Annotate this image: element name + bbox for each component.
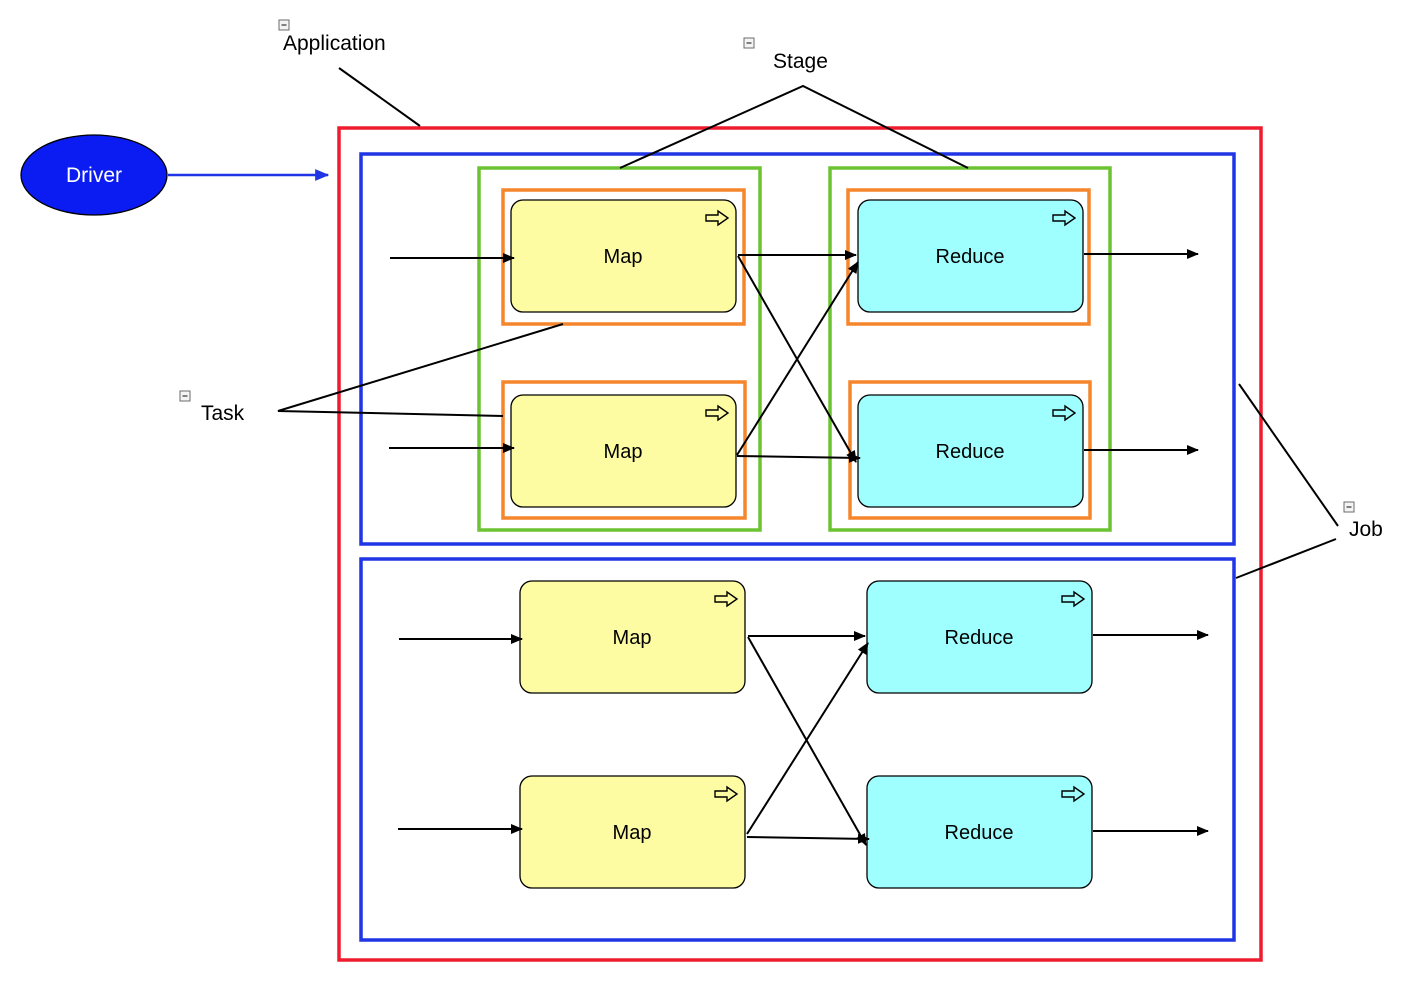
- node-label: Reduce: [936, 246, 1005, 268]
- edge-map-bottom-reduce-top: [746, 642, 869, 835]
- node-label: Reduce: [945, 822, 1014, 844]
- edge-map-bottom-reduce-bottom: [746, 833, 870, 844]
- job-container-2: [359, 557, 1236, 942]
- expand-arrow-icon[interactable]: [705, 209, 730, 227]
- application-label-group: Application: [278, 19, 386, 55]
- job2-map-top-node[interactable]: Map: [519, 580, 746, 694]
- expand-arrow-icon[interactable]: [1052, 404, 1077, 422]
- collapse-icon[interactable]: [179, 390, 191, 402]
- node-label: Map: [613, 822, 652, 844]
- job1-map-bottom-node[interactable]: Map: [510, 394, 737, 508]
- stage-label-group: Stage: [743, 37, 828, 73]
- job-callout-line-lower: [1235, 538, 1337, 579]
- stage-callout-line: [619, 84, 969, 169]
- job2-reduce-bottom-node[interactable]: Reduce: [866, 775, 1093, 889]
- job1-reduce-bottom-node[interactable]: Reduce: [857, 394, 1084, 508]
- job-label: Job: [1349, 518, 1383, 541]
- expand-arrow-icon[interactable]: [705, 404, 730, 422]
- edge-map-bottom-reduce-bottom: [736, 452, 861, 463]
- job1-map-top-node[interactable]: Map: [510, 199, 737, 313]
- node-label: Map: [604, 246, 643, 268]
- expand-arrow-icon[interactable]: [714, 590, 739, 608]
- node-label: Map: [613, 627, 652, 649]
- application-label: Application: [283, 32, 386, 55]
- node-label: Reduce: [945, 627, 1014, 649]
- stage-container-reduce: [828, 166, 1112, 532]
- job1-edges: [389, 249, 1199, 463]
- driver-node[interactable]: Driver: [20, 134, 168, 216]
- application-container: [337, 126, 1263, 962]
- node-label: Map: [604, 441, 643, 463]
- task-callout-line: [277, 323, 564, 417]
- expand-arrow-icon[interactable]: [1061, 590, 1086, 608]
- task-label: Task: [201, 402, 245, 425]
- job-label-group: Job: [1343, 501, 1383, 541]
- job2-edges: [398, 630, 1209, 846]
- callout-lines: [277, 67, 1339, 579]
- node-label: Reduce: [936, 441, 1005, 463]
- job1-reduce-top-node[interactable]: Reduce: [857, 199, 1084, 313]
- task-label-group: Task: [179, 390, 245, 425]
- job-container-1: [359, 152, 1236, 546]
- driver-label: Driver: [66, 164, 122, 187]
- stage-label: Stage: [773, 50, 828, 73]
- job2-map-bottom-node[interactable]: Map: [519, 775, 746, 889]
- job2-reduce-top-node[interactable]: Reduce: [866, 580, 1093, 694]
- expand-arrow-icon[interactable]: [1052, 209, 1077, 227]
- collapse-icon[interactable]: [1343, 501, 1355, 513]
- edge-map-bottom-reduce-top: [736, 261, 859, 456]
- collapse-icon[interactable]: [278, 19, 290, 31]
- application-callout-line: [338, 67, 421, 127]
- expand-arrow-icon[interactable]: [714, 785, 739, 803]
- expand-arrow-icon[interactable]: [1061, 785, 1086, 803]
- collapse-icon[interactable]: [743, 37, 755, 49]
- job-callout-line: [1238, 383, 1339, 527]
